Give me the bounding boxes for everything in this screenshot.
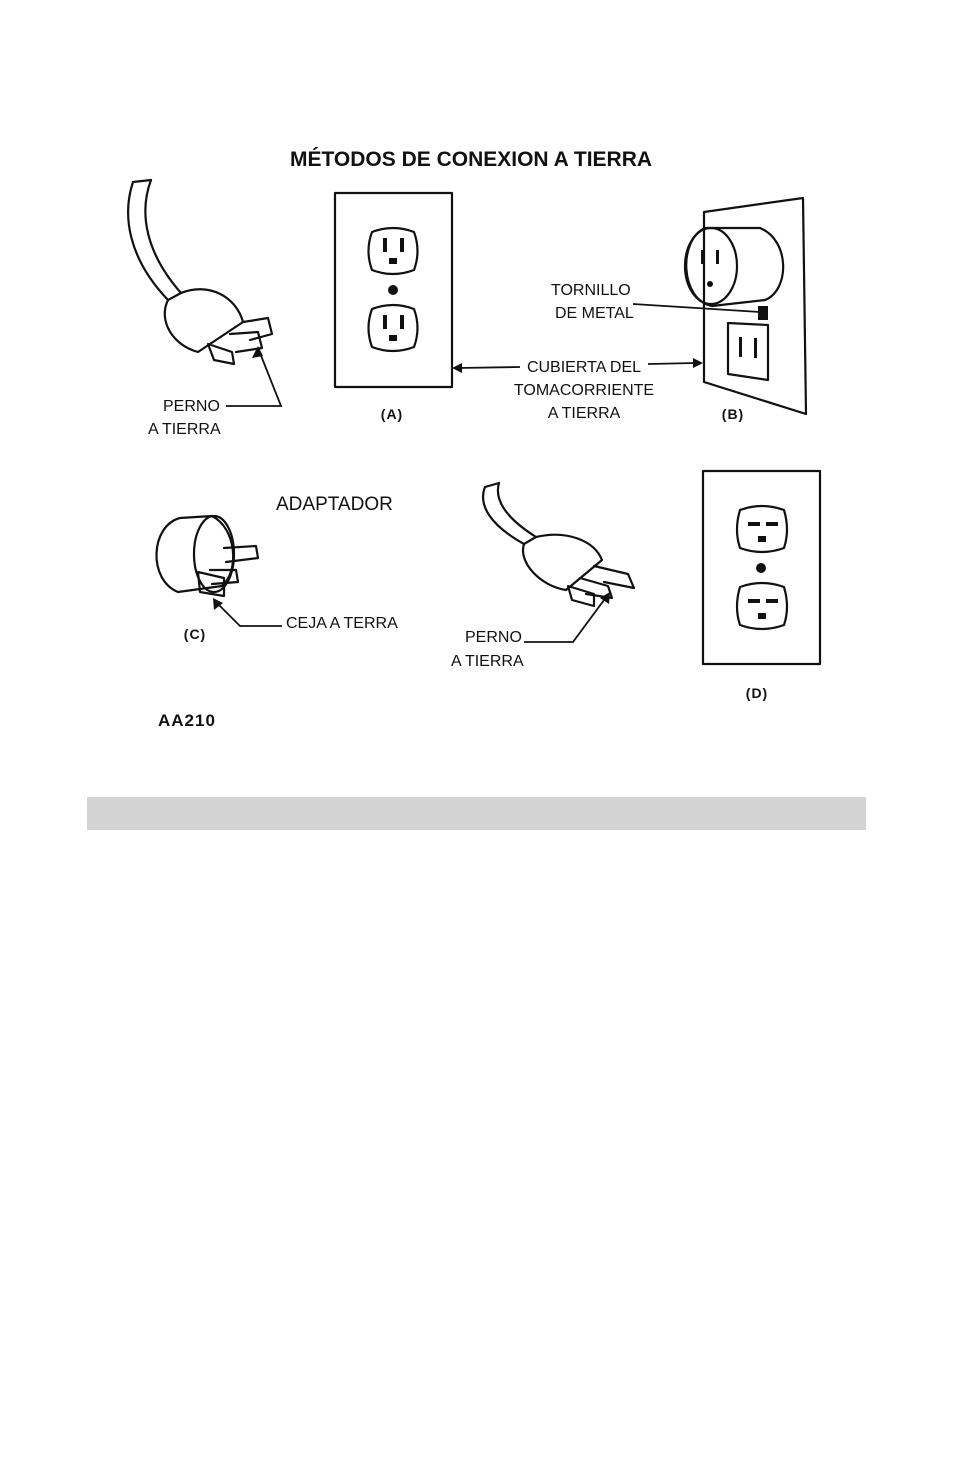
cubierta-label-line1: CUBIERTA DEL [527, 359, 641, 376]
figure-c-label: (C) [184, 626, 206, 642]
outlet-a-illustration [335, 193, 452, 387]
tornillo-pointer [633, 304, 760, 312]
diagram-title: MÉTODOS DE CONEXION A TIERRA [290, 148, 652, 171]
cubierta-pointer-left [458, 367, 520, 368]
section-divider-bar [87, 797, 866, 830]
figure-d-label: (D) [746, 685, 768, 701]
adaptador-label: ADAPTADOR [276, 494, 393, 515]
adapter-c-illustration [156, 516, 282, 626]
cubierta-label-line3: A TIERRA [548, 405, 621, 422]
perno-d-label-line1: PERNO [465, 629, 522, 646]
ceja-label: CEJA A TERRA [286, 615, 398, 632]
figure-a-label: (A) [381, 406, 403, 422]
perno-a-tierra-label-line1: PERNO [163, 398, 220, 415]
figure-b-label: (B) [722, 406, 744, 422]
outlet-d-illustration [703, 471, 820, 664]
tornillo-label-line1: TORNILLO [551, 282, 631, 299]
grounded-plug-d-illustration [483, 483, 634, 642]
perno-a-tierra-label-line2: A TIERRA [148, 421, 221, 438]
outlet-b-illustration [685, 198, 806, 414]
cubierta-label-line2: TOMACORRIENTE [514, 382, 654, 399]
perno-d-label-line2: A TIERRA [451, 653, 524, 670]
tornillo-label-line2: DE METAL [555, 305, 634, 322]
grounded-plug-illustration [128, 180, 281, 406]
cubierta-pointer-right [648, 363, 696, 364]
diagram-code: AA210 [158, 711, 216, 730]
